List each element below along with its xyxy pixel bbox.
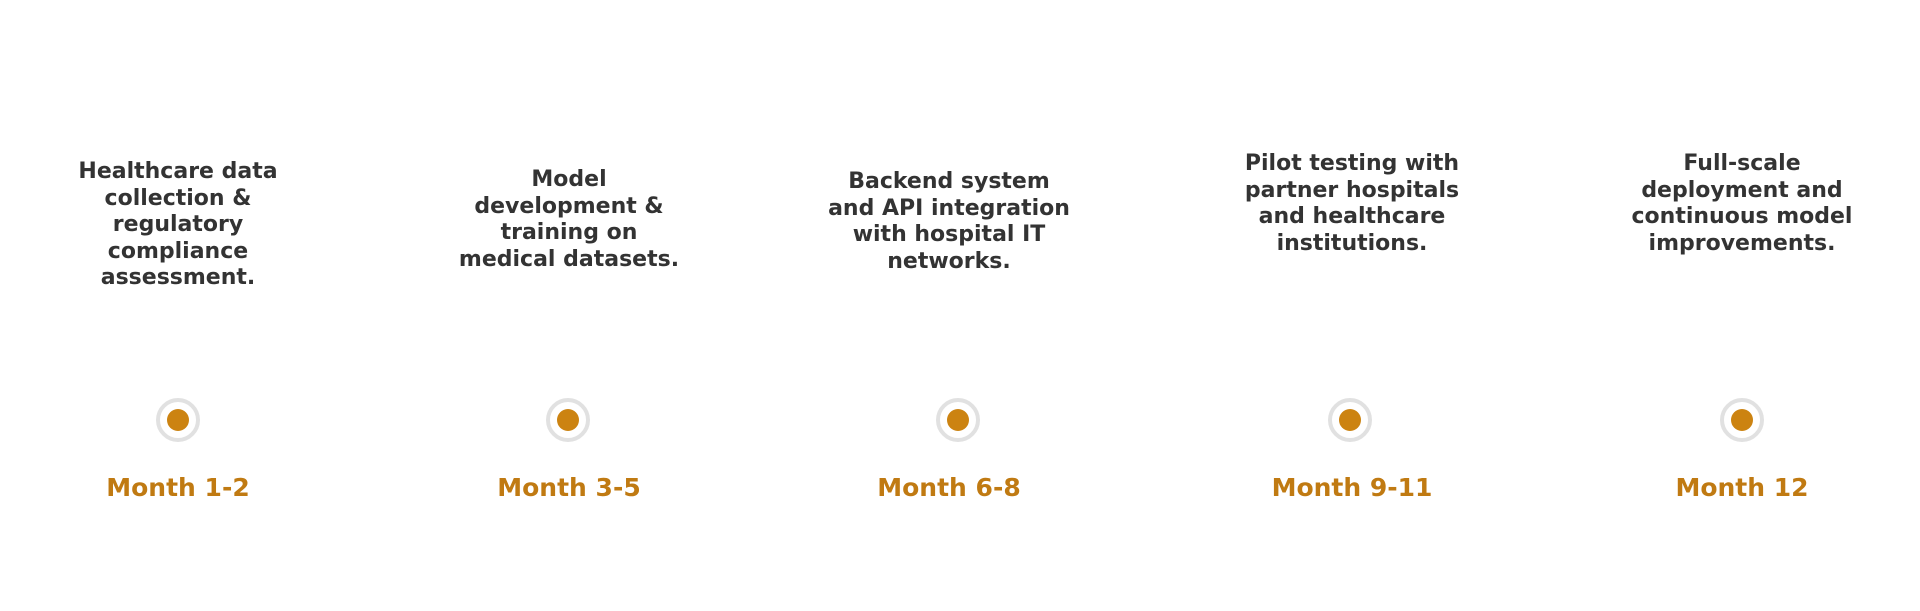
description-line: continuous model	[1631, 204, 1853, 229]
description-line: and healthcare	[1258, 204, 1446, 229]
timeline-dot-icon	[947, 409, 969, 431]
stage-description: Full-scale deployment and continuous mod…	[1612, 151, 1872, 257]
description-line: and API integration	[828, 195, 1070, 221]
description-line: improvements.	[1648, 230, 1836, 256]
stage-description: Backend system and API integration with …	[819, 169, 1079, 275]
description-line: training on	[500, 220, 638, 245]
timeline-marker	[1720, 398, 1764, 442]
timeline-dot-icon	[557, 409, 579, 431]
timeline-marker	[936, 398, 980, 442]
timeline-marker	[1328, 398, 1372, 442]
timeline-dot-icon	[167, 409, 189, 431]
stage-label: Month 1-2	[106, 473, 250, 502]
stage-label: Month 6-8	[877, 473, 1021, 502]
description-line: development &	[474, 193, 664, 219]
description-line: with hospital IT	[852, 222, 1046, 247]
timeline-marker	[156, 398, 200, 442]
timeline-stage: Model development & training on medical …	[439, 0, 699, 611]
timeline-stage: Backend system and API integration with …	[819, 0, 1079, 611]
description-line: Model	[531, 167, 607, 192]
description-line: Healthcare data	[78, 159, 278, 184]
description-line: partner hospitals	[1244, 177, 1460, 203]
description-line: compliance	[107, 238, 249, 264]
description-line: regulatory	[112, 212, 244, 237]
description-line: Full-scale	[1683, 151, 1801, 176]
timeline-dot-icon	[1339, 409, 1361, 431]
stage-description: Healthcare data collection & regulatory …	[48, 159, 308, 292]
description-line: collection &	[104, 185, 252, 211]
stage-label: Month 9-11	[1271, 473, 1433, 502]
description-line: Backend system	[848, 169, 1050, 194]
description-line: institutions.	[1276, 230, 1428, 256]
timeline-dot-icon	[1731, 409, 1753, 431]
timeline-stage: Pilot testing with partner hospitals and…	[1222, 0, 1482, 611]
stage-label: Month 12	[1675, 473, 1809, 502]
stage-description: Model development & training on medical …	[439, 167, 699, 273]
description-line: medical datasets.	[458, 246, 680, 272]
timeline-stage: Full-scale deployment and continuous mod…	[1612, 0, 1872, 611]
timeline-stage: Healthcare data collection & regulatory …	[48, 0, 308, 611]
stage-description: Pilot testing with partner hospitals and…	[1222, 151, 1482, 257]
description-line: networks.	[887, 248, 1011, 274]
timeline-marker	[546, 398, 590, 442]
description-line: assessment.	[100, 265, 256, 290]
description-line: deployment and	[1641, 177, 1843, 203]
stage-label: Month 3-5	[497, 473, 641, 502]
description-line: Pilot testing with	[1244, 151, 1460, 176]
